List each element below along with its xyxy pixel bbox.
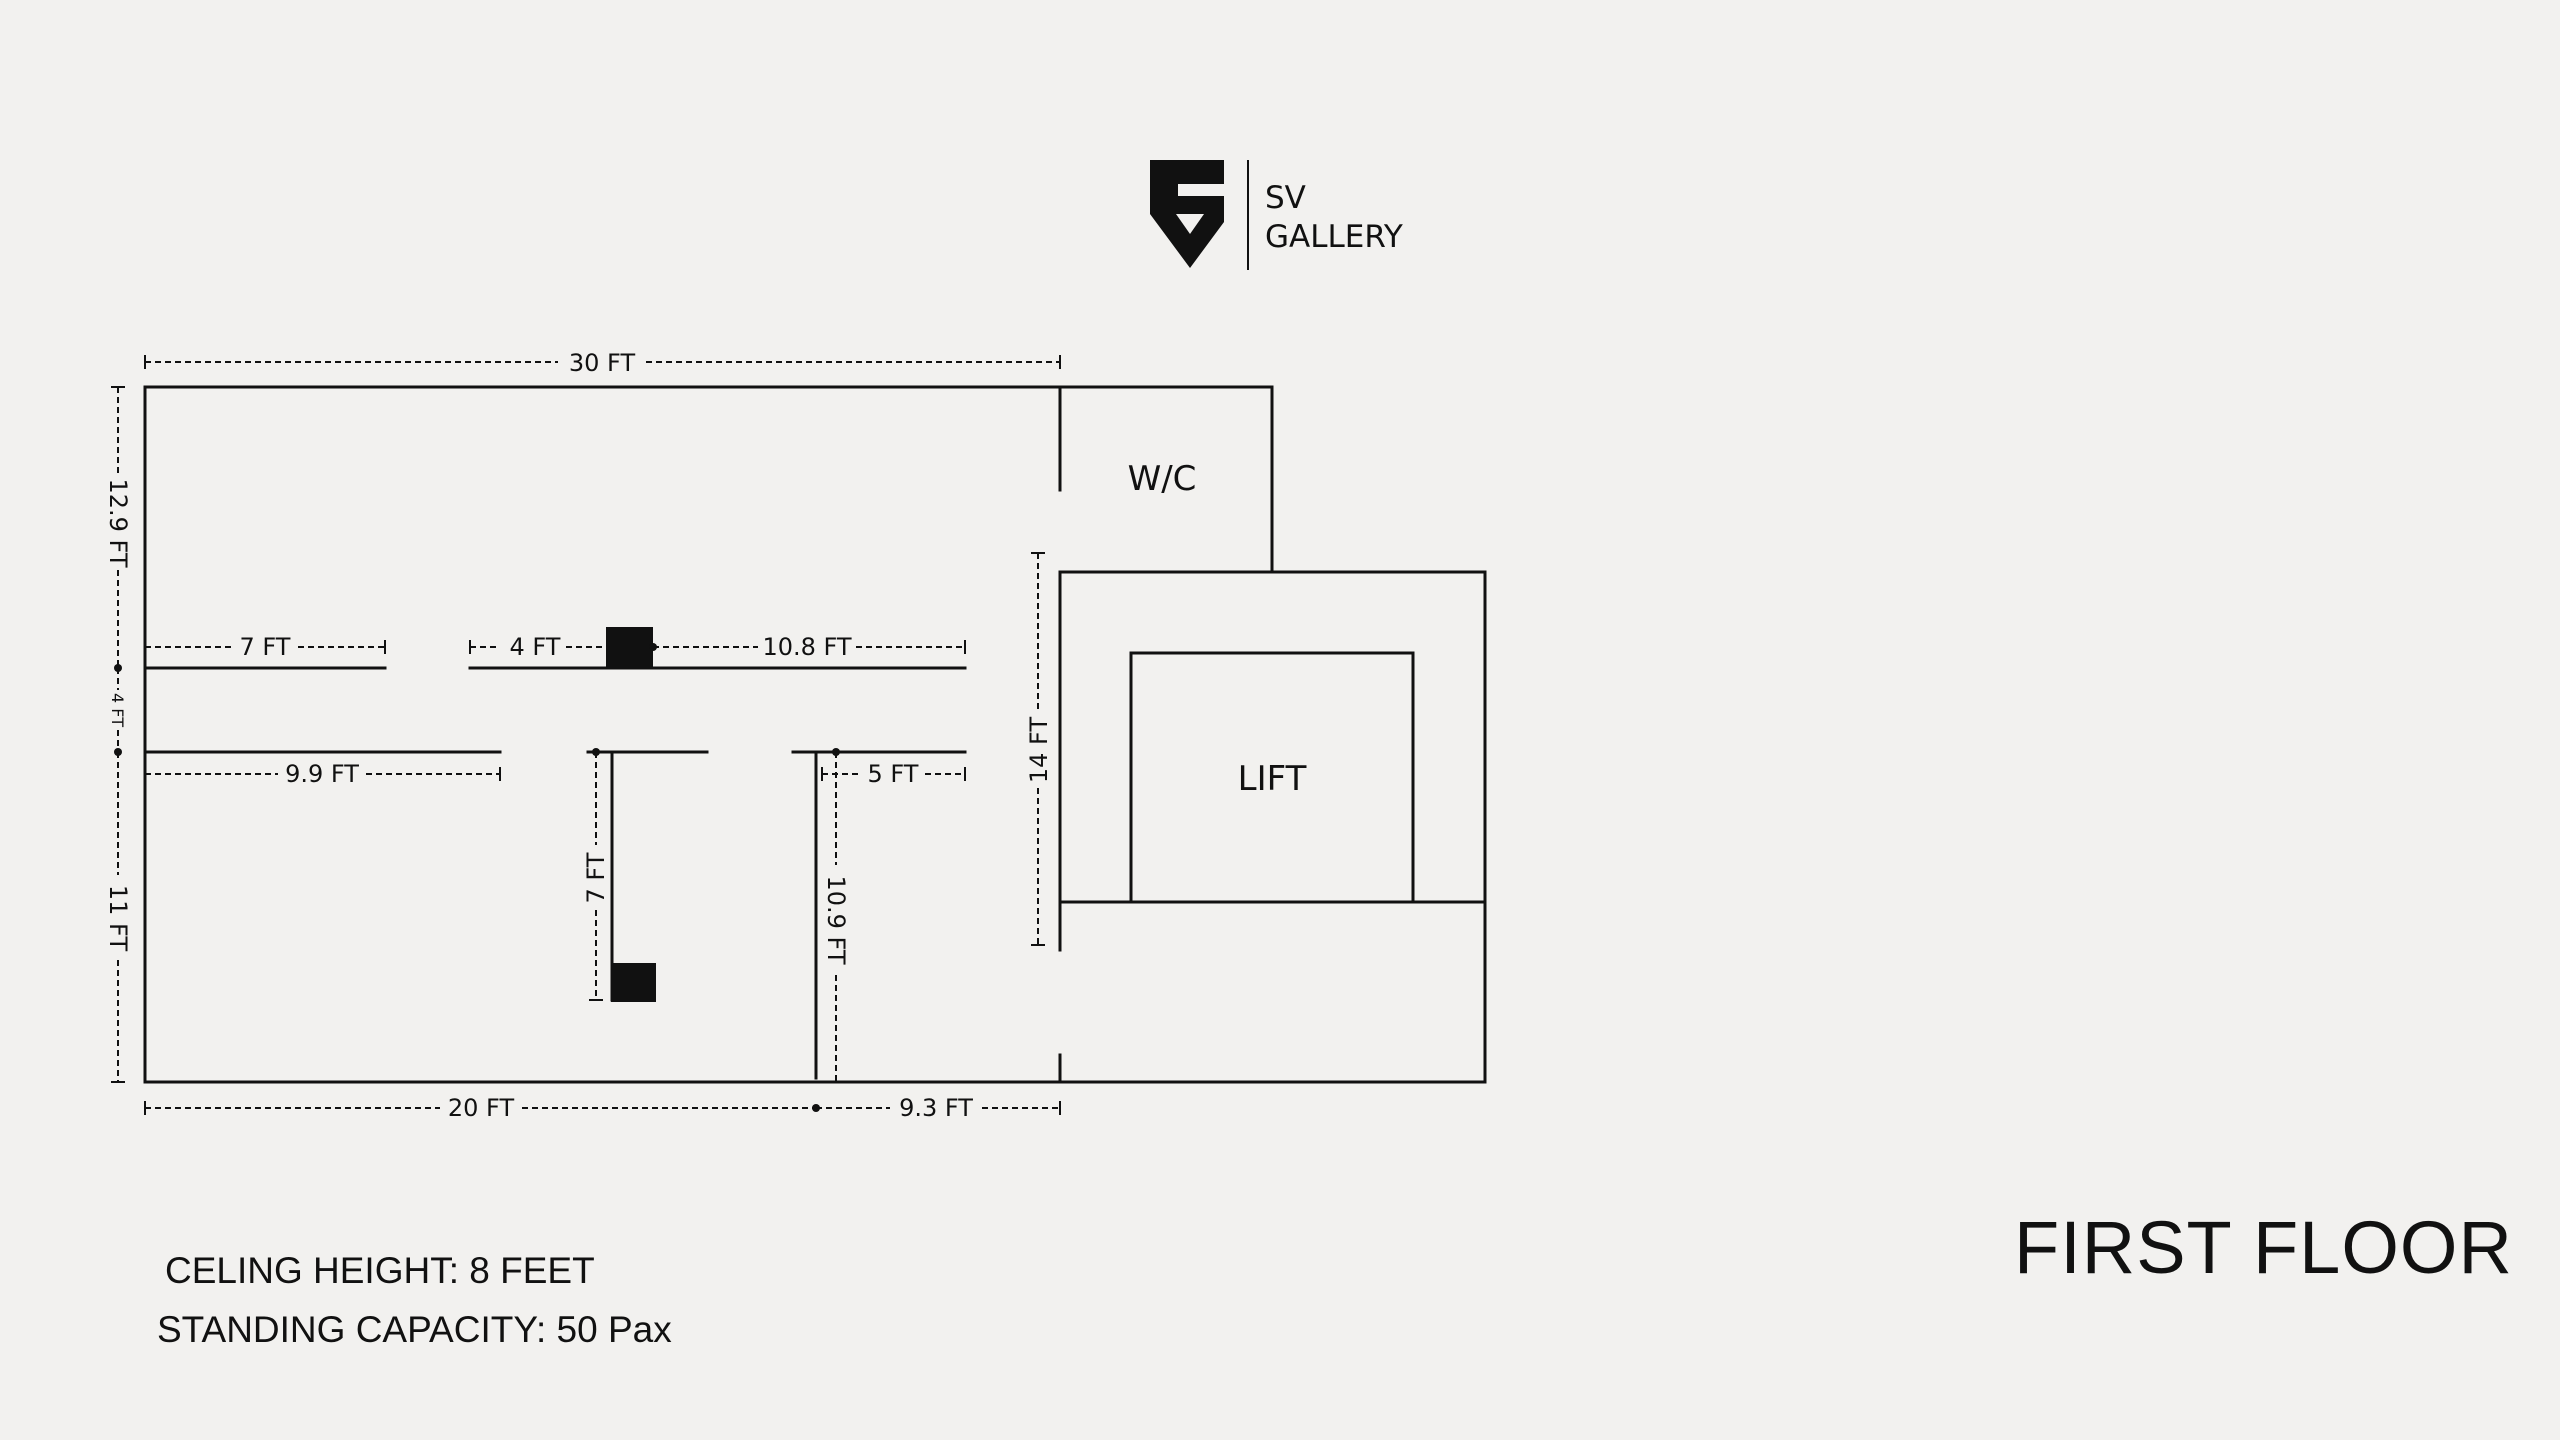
pillar-lower <box>611 963 656 1002</box>
floor-title: FIRST FLOOR <box>2014 1206 2513 1289</box>
brand-logo: SV GALLERY <box>1150 160 1403 270</box>
standing-capacity-text: STANDING CAPACITY: 50 Pax <box>157 1309 672 1350</box>
walls <box>143 385 1487 1084</box>
dim-partition-wall: 10.9 FT <box>822 875 850 964</box>
dim-upper-right-wall: 10.8 FT <box>762 633 851 661</box>
dimension-lines <box>117 361 1060 1109</box>
brand-name-line2: GALLERY <box>1265 219 1403 255</box>
dim-bottom-left: 20 FT <box>448 1094 515 1122</box>
sv-monogram-icon <box>1150 160 1224 268</box>
pillar-upper <box>606 627 653 669</box>
dim-left-upper: 12.9 FT <box>104 478 132 567</box>
dim-upper-mid-wall: 4 FT <box>510 633 561 661</box>
ceiling-height-text: CELING HEIGHT: 8 FEET <box>165 1250 595 1291</box>
dimension-ticks <box>111 355 1061 1115</box>
dimension-dots <box>114 643 840 1112</box>
room-label-wc: W/C <box>1128 459 1197 499</box>
brand-name-line1: SV <box>1265 180 1306 216</box>
lift-box <box>1129 651 1415 904</box>
dim-bottom-right: 9.3 FT <box>899 1094 973 1122</box>
dim-left-lower: 11 FT <box>104 885 132 952</box>
room-label-lift: LIFT <box>1238 759 1307 799</box>
dim-lift-side: 14 FT <box>1025 717 1053 784</box>
dim-pillar-wall: 7 FT <box>582 852 610 903</box>
dim-left-middle: 4 FT <box>108 693 127 727</box>
dim-top-width: 30 FT <box>569 349 636 377</box>
dim-lower-left-wall: 9.9 FT <box>285 760 359 788</box>
dim-upper-left-wall: 7 FT <box>240 633 291 661</box>
dim-lower-right-wall: 5 FT <box>868 760 919 788</box>
